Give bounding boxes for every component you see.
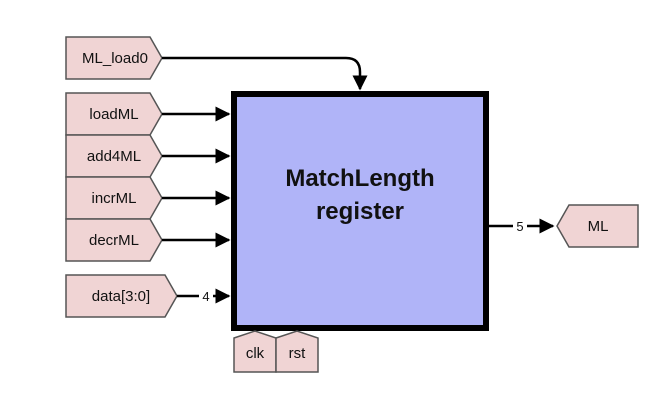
input-port-loadml: loadML <box>65 92 231 136</box>
port-shape-ml <box>556 204 639 248</box>
input-port-data: data[3:0] 4 <box>65 274 231 318</box>
wire-ml-load0 <box>162 56 368 91</box>
port-label-clk: clk <box>246 345 265 362</box>
port-shape-ml-load0 <box>65 36 163 80</box>
port-label-incrml: incrML <box>91 190 136 207</box>
input-port-add4ml: add4ML <box>65 134 231 178</box>
port-label-loadml: loadML <box>89 106 138 123</box>
input-port-incrml: incrML <box>65 176 231 220</box>
port-label-add4ml: add4ML <box>87 148 141 165</box>
port-label-rst: rst <box>289 345 306 362</box>
control-port-rst: rst <box>275 330 319 373</box>
input-port-decrml: decrML <box>65 218 231 262</box>
port-shape-rst <box>275 330 319 373</box>
port-shape-decrml <box>65 218 163 262</box>
output-port-ml: 5 ML <box>489 204 639 248</box>
port-shape-loadml <box>65 92 163 136</box>
port-label-ml-load0: ML_load0 <box>82 50 148 67</box>
bus-width-data: 4 <box>202 289 209 304</box>
port-shape-add4ml <box>65 134 163 178</box>
control-port-clk: clk <box>233 330 277 373</box>
bus-width-ml: 5 <box>516 219 523 234</box>
port-label-data: data[3:0] <box>92 288 150 305</box>
port-label-ml: ML <box>588 218 609 235</box>
port-label-decrml: decrML <box>89 232 139 249</box>
input-port-ml-load0: ML_load0 <box>65 36 368 91</box>
block-title-line2: register <box>316 198 404 225</box>
matchlength-register-block <box>231 91 489 331</box>
port-shape-incrml <box>65 176 163 220</box>
block-title-line1: MatchLength <box>285 165 434 192</box>
port-shape-data <box>65 274 178 318</box>
